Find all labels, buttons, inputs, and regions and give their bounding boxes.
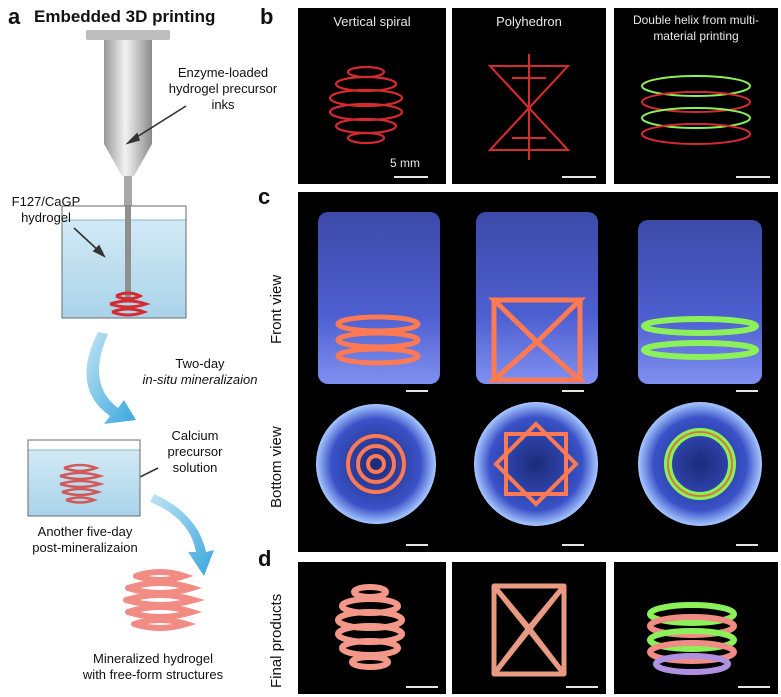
caption-polyhedron: Polyhedron — [496, 14, 562, 29]
process-arrow-1 — [86, 332, 136, 424]
caption-double-helix: Double helix from multi-material printin… — [632, 13, 760, 43]
process-arrow-2 — [150, 494, 214, 576]
panel-letter-b: b — [260, 4, 274, 29]
tile-b-double-helix: Double helix from multi-material printin… — [614, 8, 778, 184]
step2-label: Another five-day post-mineralizaion — [32, 524, 138, 555]
front-view-vials — [318, 212, 762, 392]
panel-letter-d: d — [258, 546, 272, 571]
tile-d-polyhedron — [452, 562, 606, 694]
spiral-model — [328, 65, 404, 145]
ink-label: Enzyme-loaded hydrogel precursor inks — [168, 65, 278, 112]
tile-d-spiral — [298, 562, 446, 694]
bottom-view-dishes — [316, 402, 762, 546]
final-spiral — [123, 569, 205, 631]
panel-letter-a: a — [8, 4, 21, 29]
row-label-front-view: Front view — [268, 274, 285, 344]
solution-label: Calcium precursor solution — [167, 428, 223, 475]
tile-b-spiral: Vertical spiral 5 mm — [298, 8, 446, 184]
scale-bar — [736, 176, 770, 178]
double-helix-model — [641, 75, 751, 145]
result-label: Mineralized hydrogel with free-form stru… — [82, 651, 224, 682]
panel-a-title: Embedded 3D printing — [34, 7, 216, 26]
row-label-final-products: Final products — [268, 593, 285, 688]
tile-b-polyhedron: Polyhedron — [452, 8, 606, 184]
final-polyhedron-photo — [491, 583, 598, 688]
front-and-bottom-view-photos — [316, 212, 762, 546]
beaker-with-solution — [27, 439, 141, 517]
beaker-with-hydrogel — [61, 205, 187, 319]
panel-a-schematic — [27, 30, 214, 631]
final-spiral-photo — [335, 584, 438, 688]
scale-text: 5 mm — [390, 156, 420, 170]
panel-letter-c: c — [258, 184, 271, 209]
scale-bar — [562, 176, 596, 178]
printed-spiral — [109, 291, 151, 317]
caption-vertical-spiral: Vertical spiral — [333, 14, 411, 29]
row-label-bottom-view: Bottom view — [268, 426, 285, 508]
polyhedron-model — [487, 54, 571, 160]
syringe-icon — [86, 30, 170, 206]
mineralizing-spiral — [59, 463, 105, 504]
tile-c-photos — [298, 192, 778, 552]
step1-label: Two-day in-situ mineralizaion — [142, 356, 258, 387]
hydrogel-label: F127/CaGP hydrogel — [11, 194, 81, 225]
scale-bar — [394, 176, 428, 178]
tile-d-double-helix — [614, 562, 778, 694]
final-double-helix-photo — [647, 602, 770, 688]
